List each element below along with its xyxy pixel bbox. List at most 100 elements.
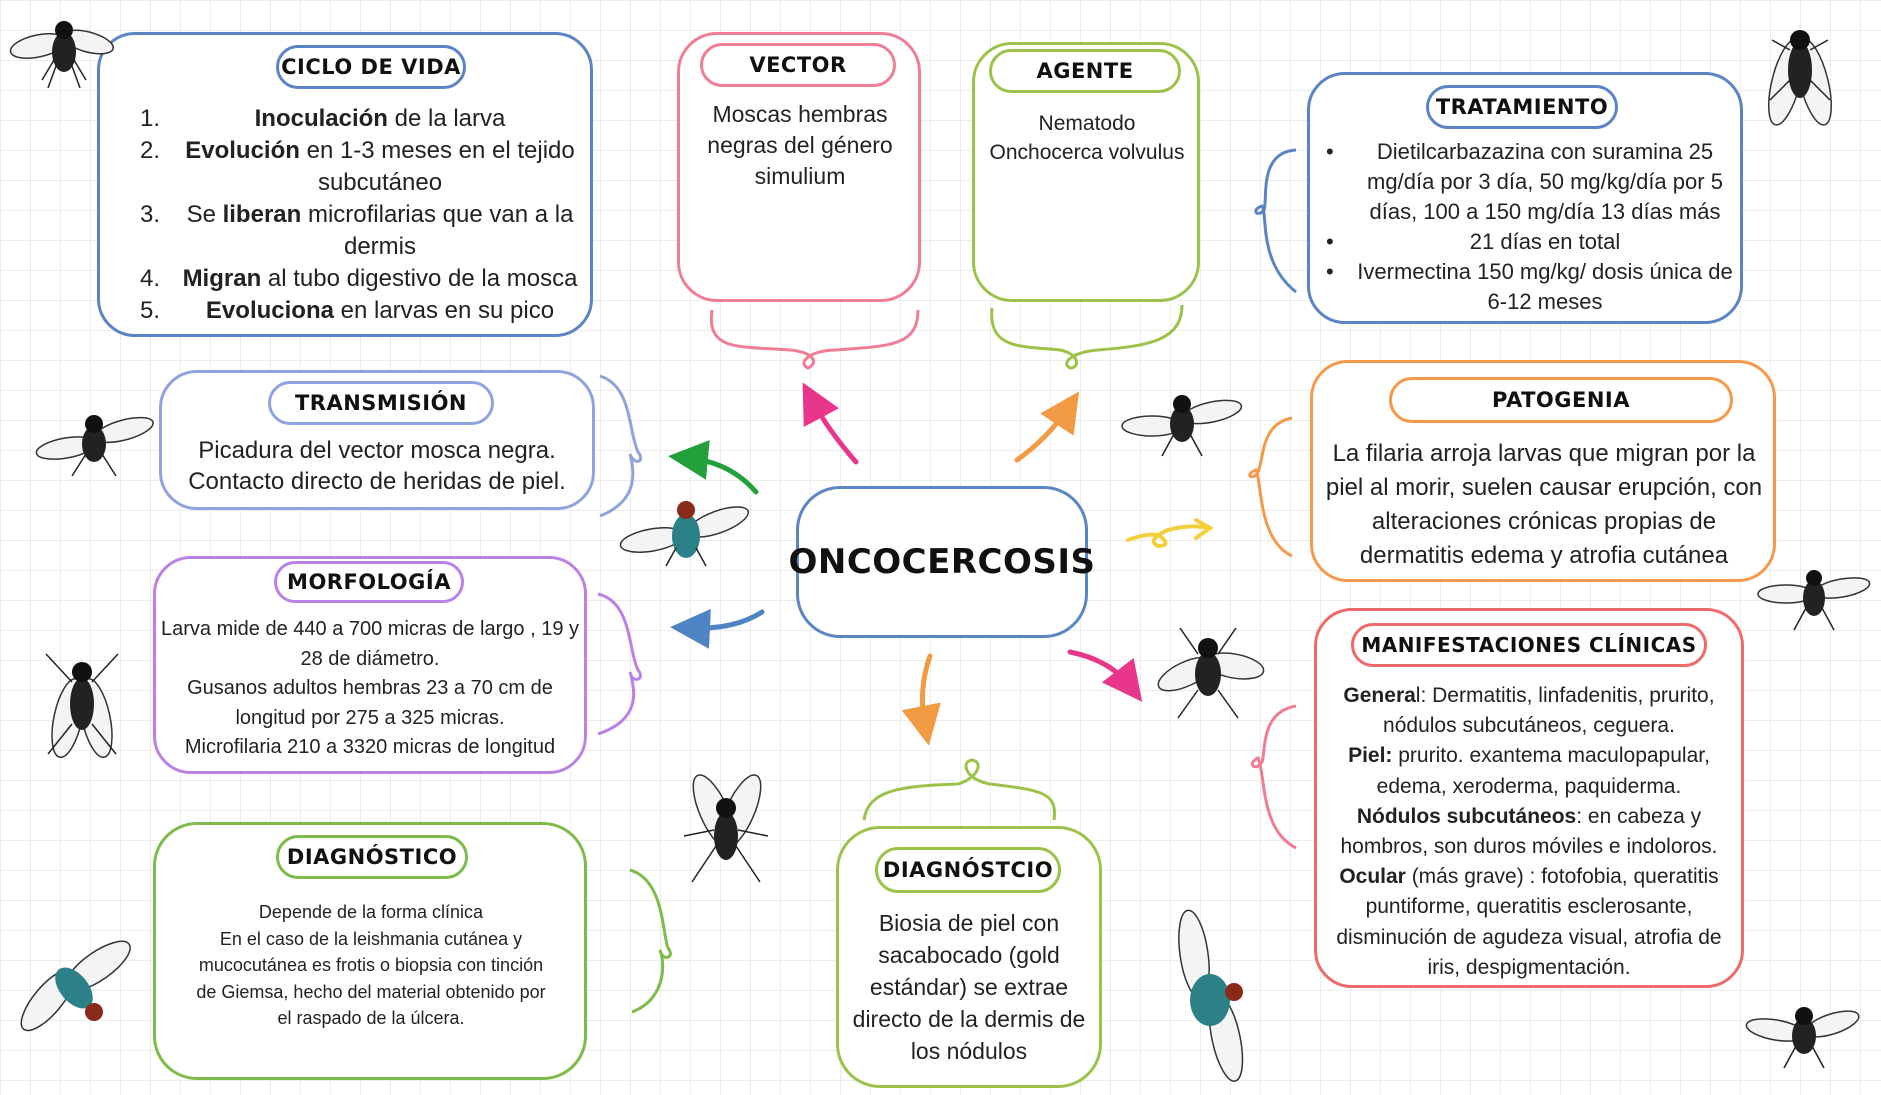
morfologia-text: Larva mide de 440 a 700 micras de largo … [156,615,584,763]
fly-icon [1157,627,1265,719]
transmision-title: TRANSMISIÓN [268,381,494,425]
ciclo-item: 1. Inoculación de la larva [100,103,590,135]
ciclo-item-number: 5. [140,297,161,324]
bullet-icon: • [1326,229,1334,254]
green-fly-icon [20,940,131,1032]
manifestacion-item: Nódulos subcutáneos: en cabeza y hombros… [1340,804,1718,859]
center-title: ONCOCERCOSIS [788,542,1096,582]
ciclo-item-text: Evoluciona en larvas en su pico [205,297,555,324]
fly-icon [683,774,769,883]
diagnostcio-card: DIAGNÓSTCIO Biosia de piel con sacabocad… [836,826,1102,1088]
diagnostico-title: DIAGNÓSTICO [276,835,468,879]
ciclo-item-text: Evolución en 1-3 meses en el tejido subc… [185,137,575,196]
bracket-manifestaciones [1250,704,1297,850]
manifestacion-keyword: Nódulos subcutáneos [1356,804,1577,828]
bracket-morfologia [597,592,642,736]
bracket-transmision [599,374,643,518]
manifestacion-keyword: Ocular [1339,865,1406,889]
bullet-icon: • [1326,259,1334,284]
agente-title: AGENTE [989,49,1181,93]
patogenia-card: PATOGENIA La filaria arroja larvas que m… [1310,360,1776,582]
ciclo-item-keyword: liberan [222,201,302,228]
diagnostico-line: En el caso de la leishmania cutánea y mu… [196,928,546,1029]
ciclo-item: 3. Se liberan microfilarias que van a la … [100,199,590,263]
arrow-to-morfologia [670,608,765,649]
diagnostico-text: Depende de la forma clínica En el caso d… [196,899,546,1032]
fly-icon [1757,570,1871,631]
center-node: ONCOCERCOSIS [788,486,1095,638]
ciclo-item-keyword: Evoluciona [205,297,334,324]
manifestacion-keyword: Piel: [1348,744,1393,768]
morfologia-line: Larva mide de 440 a 700 micras de largo … [160,618,580,670]
ciclo-item: 2. Evolución en 1-3 meses en el tejido su… [100,135,590,199]
ciclo-item-number: 4. [140,265,161,292]
tratamiento-item: • 21 días en total [1320,227,1740,257]
manifestacion-item: General: Dermatitis, linfadenitis, pruri… [1343,684,1715,738]
tratamiento-item: • Dietilcarbazazina con suramina 25 mg/dí… [1320,137,1740,227]
ciclo-item-text: Migran al tubo digestivo de la mosca [182,265,578,292]
bracket-diagnostico2 [862,758,1057,821]
ciclo-item: 4. Migran al tubo digestivo de la mosca [100,263,590,295]
diagnostcio-text: Biosia de piel con sacabocado (gold está… [852,910,1086,1064]
fly-icon [35,415,154,477]
fly-icon [1767,30,1833,126]
bracket-patogenia [1248,416,1293,558]
fly-icon [1745,1007,1860,1069]
manifestacion-item: Ocular (más grave) : fotofobia, queratit… [1336,865,1722,979]
tratamiento-title: TRATAMIENTO [1426,85,1618,129]
bullet-icon: • [1326,139,1334,164]
tratamiento-item: • Ivermectina 150 mg/kg/ dosis única de 6… [1320,257,1740,317]
vector-title: VECTOR [700,43,896,87]
arrow-to-transmision [668,439,759,495]
tratamiento-item-text: Dietilcarbazazina con suramina 25 mg/día… [1367,139,1723,224]
arrow-to-agente [1014,391,1080,463]
vector-card: VECTOR Moscas hembras negras del género … [677,32,921,302]
fly-icon [45,653,119,758]
ciclo-item-keyword: Evolución [185,137,300,164]
manifestacion-keyword: Genera [1343,684,1416,707]
patogenia-text: La filaria arroja larvas que migran por … [1325,440,1763,569]
tratamiento-item-text: Ivermectina 150 mg/kg/ dosis única de 6-… [1357,259,1733,314]
morfologia-title: MORFOLOGÍA [274,561,464,603]
arrow-to-patogenia [1126,518,1214,549]
tratamiento-card: TRATAMIENTO • Dietilcarbazazina con suram… [1307,72,1743,324]
green-fly-icon [619,501,750,567]
tratamiento-list: • Dietilcarbazazina con suramina 25 mg/dí… [1320,137,1740,317]
agente-card: AGENTE Nematodo Onchocerca volvulus [972,42,1200,302]
bracket-vector [709,309,920,370]
arrow-to-manifestaciones [1067,649,1143,702]
ciclo-item-text: Inoculación de la larva [254,105,506,132]
ciclo-item-keyword: Inoculación [254,105,388,132]
bracket-agente [990,304,1184,370]
manifestaciones-title: MANIFESTACIONES CLÍNICAS [1351,623,1707,667]
ciclo-item-number: 3. [140,201,161,228]
diagnostico-card: DIAGNÓSTICO Depende de la forma clínica … [153,822,587,1080]
arrow-to-vector [802,382,859,465]
vector-text: Moscas hembras negras del género simuliu… [707,101,893,189]
manifestaciones-card: MANIFESTACIONES CLÍNICAS General: Dermat… [1314,608,1744,988]
ciclo-de-vida-title: CICLO DE VIDA [276,45,466,89]
ciclo-de-vida-list: 1. Inoculación de la larva 2. Evolución en … [100,103,590,327]
fly-icon [9,21,114,89]
transmision-card: TRANSMISIÓN Picadura del vector mosca ne… [159,370,595,510]
manifestaciones-text: General: Dermatitis, linfadenitis, pruri… [1321,681,1737,983]
morfologia-line: Microfilaria 210 a 3320 micras de longit… [184,736,556,758]
green-fly-icon [1178,909,1244,1082]
diagnostico-line: Depende de la forma clínica [258,902,484,922]
agente-text: Nematodo Onchocerca volvulus [989,112,1185,164]
ciclo-item-number: 1. [140,105,161,132]
fly-icon [1121,395,1243,457]
morfologia-card: MORFOLOGÍA Larva mide de 440 a 700 micra… [153,556,587,774]
ciclo-item-text: Se liberan microfilarias que van a la de… [186,201,574,260]
morfologia-line: Gusanos adultos hembras 23 a 70 cm de lo… [187,677,553,729]
ciclo-item-keyword: Migran [182,265,262,292]
manifestacion-item: Piel: prurito. exantema maculopapular, e… [1348,744,1710,798]
tratamiento-item-text: 21 días en total [1469,229,1621,254]
patogenia-title: PATOGENIA [1389,377,1733,423]
diagnostcio-title: DIAGNÓSTCIO [875,847,1061,893]
bracket-diagnostico1 [629,868,672,1014]
arrow-to-diagnostico2 [901,653,941,746]
bracket-tratamiento [1254,148,1297,294]
ciclo-item-number: 2. [140,137,161,164]
